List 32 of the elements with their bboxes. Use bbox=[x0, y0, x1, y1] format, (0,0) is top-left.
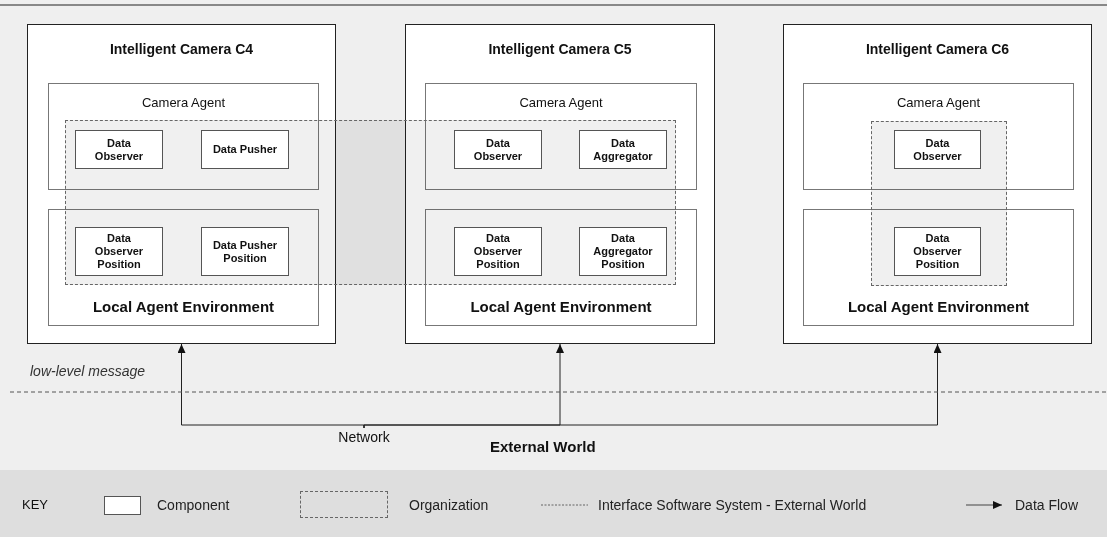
component-box: Data Aggregator Position bbox=[579, 227, 667, 276]
component-box: Data Observer bbox=[75, 130, 163, 169]
component-box: Data Observer bbox=[454, 130, 542, 169]
component-box: Data Observer bbox=[894, 130, 981, 169]
component-box: Data Observer Position bbox=[454, 227, 542, 276]
component-box: Data Observer Position bbox=[75, 227, 163, 276]
component-box: Data Observer Position bbox=[894, 227, 981, 276]
arrow bbox=[177, 343, 365, 429]
legend-text: Interface Software System - External World bbox=[598, 497, 867, 513]
panel-title: Local Agent Environment bbox=[470, 298, 652, 315]
panel-title: Camera Agent bbox=[141, 95, 226, 110]
region-label: External World bbox=[490, 438, 596, 455]
panel-title: Local Agent Environment bbox=[92, 298, 275, 315]
camera-box bbox=[783, 24, 1092, 344]
legend-text: Data Flow bbox=[1015, 497, 1079, 513]
arrow bbox=[363, 343, 942, 429]
node-title: Intelligent Camera C5 bbox=[488, 41, 632, 57]
panel-title: Local Agent Environment bbox=[847, 298, 1030, 315]
component-box: Data Pusher Position bbox=[201, 227, 289, 276]
agent-panel bbox=[803, 83, 1074, 190]
legend-text: Component bbox=[157, 497, 230, 513]
panel-title: Camera Agent bbox=[896, 95, 981, 110]
network-label: Network bbox=[333, 428, 395, 446]
organization-box bbox=[65, 120, 676, 285]
legend-text: Organization bbox=[409, 497, 489, 513]
node-title: Intelligent Camera C6 bbox=[865, 41, 1010, 57]
message-label: low-level message bbox=[30, 363, 146, 379]
key-heading: KEY bbox=[22, 497, 48, 512]
component-box: Data Pusher bbox=[201, 130, 289, 169]
panel-title: Camera Agent bbox=[519, 95, 603, 110]
component-box: Data Aggregator bbox=[579, 130, 667, 169]
node-title: Intelligent Camera C4 bbox=[109, 41, 254, 57]
